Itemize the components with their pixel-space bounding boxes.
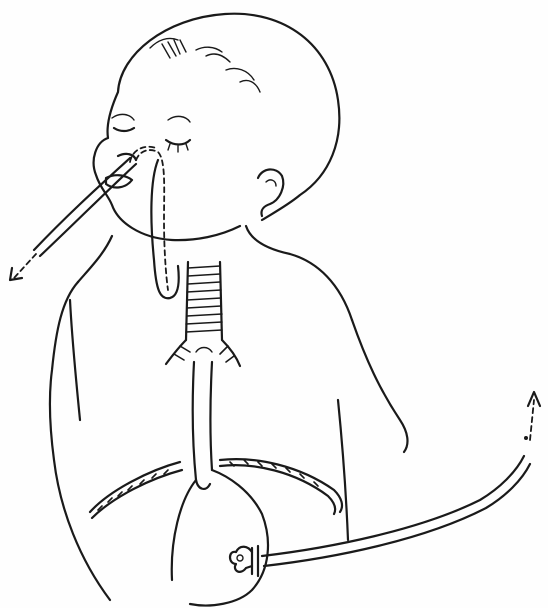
arrow-down-left-icon [10,268,22,280]
esophagus-right [211,362,213,470]
left-eyebrow [112,114,134,120]
ear-inner [266,180,276,186]
stomach-lower [172,480,196,580]
diaphragm-left [90,462,182,518]
nasal-tube-arrow-line [14,254,36,278]
left-eye [114,128,134,131]
torso-left [50,282,110,600]
nasal-tube-outer-2 [40,164,136,256]
right-eyebrow [168,116,190,122]
neck-left [78,236,112,282]
torso-right [352,320,407,452]
gastrostomy-tube-arrow-line [530,400,534,440]
tube-dot [524,436,528,440]
torso-left-arm [70,300,80,420]
nasal-tube-outer [34,158,130,250]
nose [118,154,136,160]
torso-right-inner [338,400,348,540]
esophagus-loop [151,160,178,298]
internal-tube-dashed-2 [130,147,156,162]
hair-strokes [150,38,260,92]
diaphragm-right [220,459,342,514]
trachea [166,262,240,366]
neck-right [246,226,352,320]
gastrostomy-button [230,546,258,576]
stomach [190,470,268,605]
esophagus [193,362,210,489]
head-outline [94,14,340,240]
